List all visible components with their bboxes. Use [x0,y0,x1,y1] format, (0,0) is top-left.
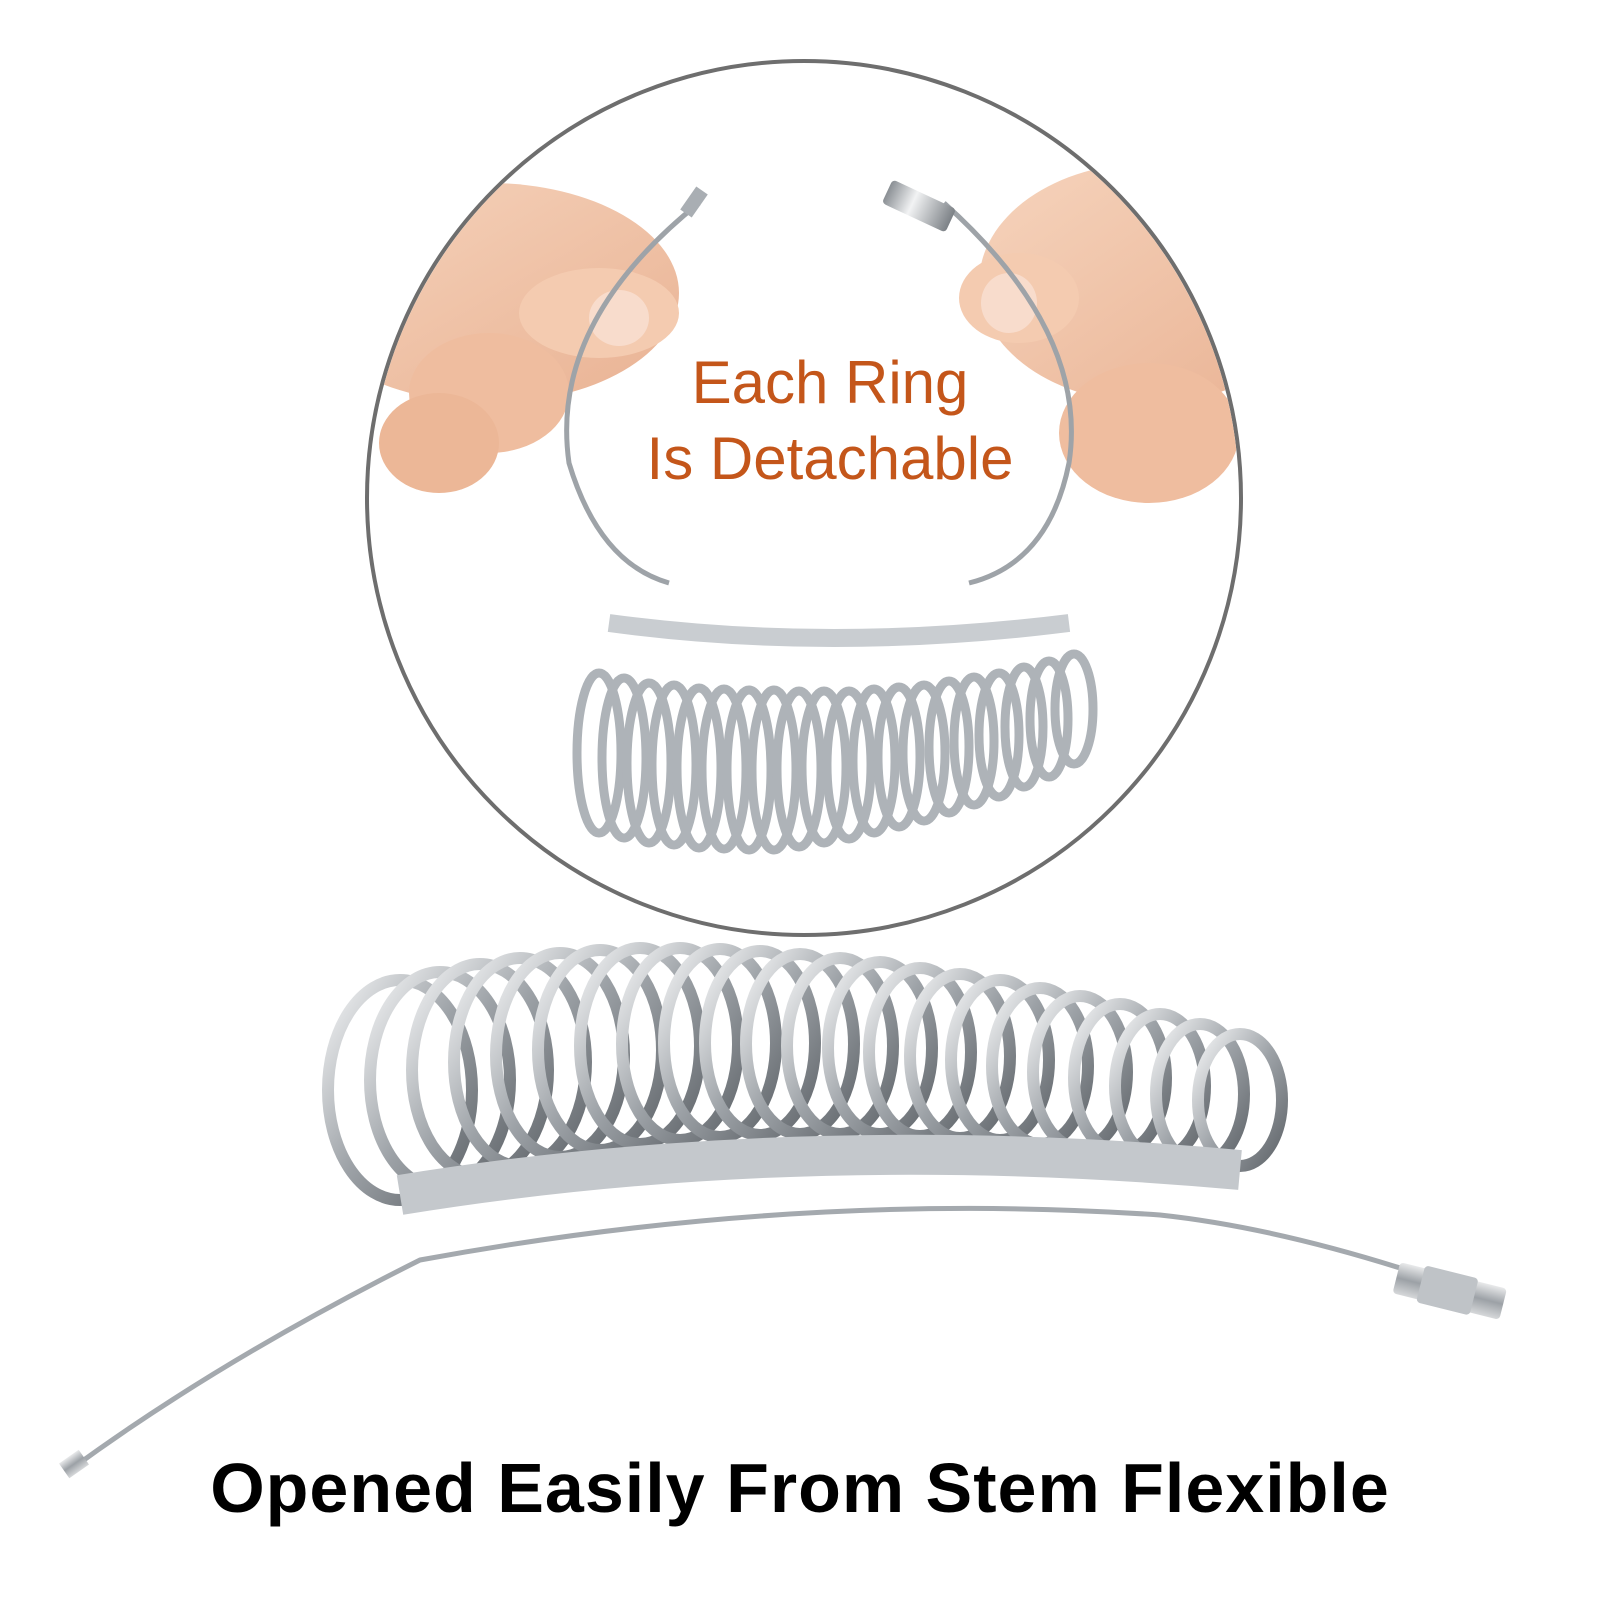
screw-lock-clasp [1393,1262,1507,1319]
detail-inset-circle [365,59,1243,937]
detachable-callout: Each Ring Is Detachable [560,345,1100,497]
left-hand [369,183,679,493]
inset-illustration [369,163,1239,855]
callout-line-1: Each Ring [691,349,969,416]
ring-fan [572,649,1098,855]
wire-end-cap-left [59,1449,89,1479]
flexible-stem-caption: Opened Easily From Stem Flexible [210,1449,1390,1527]
steel-wire [68,1205,1481,1473]
ring-shanks [396,1134,1242,1215]
right-hand [959,163,1239,503]
callout-line-2: Is Detachable [646,425,1014,492]
